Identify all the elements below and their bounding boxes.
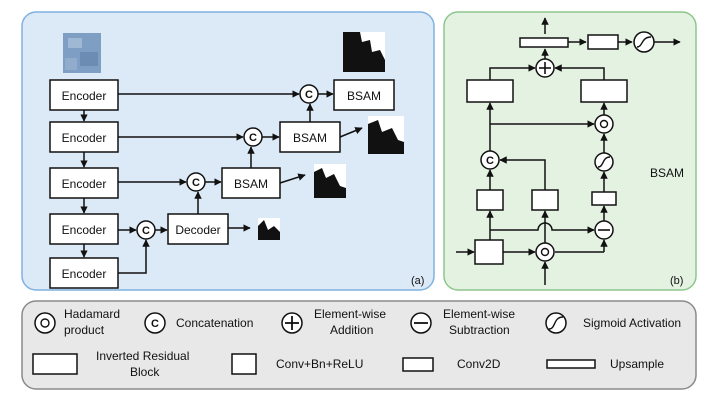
concat-node: C bbox=[299, 84, 319, 104]
svg-text:C: C bbox=[192, 177, 200, 189]
concat-node: C bbox=[480, 150, 500, 170]
bsam-title: BSAM bbox=[650, 166, 684, 180]
svg-text:Decoder: Decoder bbox=[175, 223, 220, 237]
svg-text:Encoder: Encoder bbox=[62, 177, 107, 191]
upsample-block bbox=[519, 37, 569, 48]
legend-conv-bn-relu-label: Conv+Bn+ReLU bbox=[276, 357, 363, 371]
legend-concatenation-label: Concatenation bbox=[176, 316, 253, 330]
svg-text:BSAM: BSAM bbox=[234, 177, 268, 191]
panel-b-label: (b) bbox=[670, 275, 683, 287]
concat-node: C bbox=[186, 172, 206, 192]
subtraction-node bbox=[594, 220, 614, 240]
encoder-block: Encoder bbox=[49, 79, 119, 111]
inverted-residual-block bbox=[580, 79, 628, 103]
svg-text:C: C bbox=[305, 89, 313, 101]
conv-bn-relu-block bbox=[531, 189, 559, 211]
legend-sigmoid-label: Sigmoid Activation bbox=[583, 316, 681, 330]
conv2d-block bbox=[587, 34, 619, 50]
hadamard-node bbox=[594, 114, 614, 134]
legend-hadamard-icon bbox=[34, 312, 56, 334]
output-mask-image bbox=[314, 164, 346, 198]
hadamard-node bbox=[535, 242, 555, 262]
encoder-block: Encoder bbox=[49, 167, 119, 199]
svg-text:Encoder: Encoder bbox=[62, 131, 107, 145]
legend-subtraction-label-2: Subtraction bbox=[449, 323, 510, 337]
legend-conv2d-label: Conv2D bbox=[457, 357, 501, 371]
concat-node: C bbox=[243, 127, 263, 147]
panel-a: (a) Encoder Encoder Encoder Encoder Enco bbox=[21, 11, 435, 291]
sigmoid-node bbox=[594, 152, 614, 172]
legend-upsample-icon bbox=[546, 359, 596, 369]
legend-concat-icon: C bbox=[144, 312, 166, 334]
svg-text:Encoder: Encoder bbox=[62, 267, 107, 281]
output-mask-image bbox=[368, 116, 404, 154]
inverted-residual-block bbox=[474, 239, 504, 265]
legend-hadamard-label: Hadamard bbox=[64, 307, 120, 321]
bsam-block: BSAM bbox=[221, 167, 281, 199]
panel-b: (b) BSAM bbox=[443, 11, 697, 291]
svg-text:BSAM: BSAM bbox=[293, 131, 327, 145]
legend-inverted-residual-icon bbox=[32, 353, 78, 375]
svg-text:C: C bbox=[249, 132, 257, 144]
sigmoid-node bbox=[633, 31, 655, 53]
panel-a-label: (a) bbox=[411, 275, 424, 287]
legend-addition-label-2: Addition bbox=[330, 323, 373, 337]
legend-addition-label: Element-wise bbox=[314, 307, 386, 321]
svg-text:BSAM: BSAM bbox=[347, 89, 381, 103]
svg-text:C: C bbox=[486, 155, 494, 167]
bsam-block: BSAM bbox=[279, 121, 341, 153]
svg-text:Encoder: Encoder bbox=[62, 89, 107, 103]
output-mask-image bbox=[343, 32, 385, 72]
concat-node: C bbox=[136, 220, 156, 240]
encoder-block: Encoder bbox=[49, 257, 119, 289]
encoder-block: Encoder bbox=[49, 121, 119, 153]
legend-hadamard-label-2: product bbox=[64, 323, 105, 337]
svg-text:C: C bbox=[142, 225, 150, 237]
output-mask-image bbox=[258, 218, 280, 240]
svg-text:C: C bbox=[151, 318, 159, 330]
encoder-block: Encoder bbox=[49, 213, 119, 245]
legend-inverted-residual-label: Inverted Residual bbox=[96, 349, 189, 363]
legend: Hadamard product C Concatenation Element… bbox=[21, 300, 697, 390]
conv2d-block bbox=[591, 191, 617, 206]
bsam-block: BSAM bbox=[333, 79, 395, 111]
legend-upsample-label: Upsample bbox=[610, 357, 664, 371]
svg-text:Encoder: Encoder bbox=[62, 223, 107, 237]
legend-conv2d-icon bbox=[402, 357, 434, 372]
legend-addition-icon bbox=[281, 312, 303, 334]
addition-node bbox=[535, 58, 555, 78]
legend-conv-bn-relu-icon bbox=[231, 353, 257, 375]
legend-sigmoid-icon bbox=[545, 312, 567, 334]
conv-bn-relu-block bbox=[476, 189, 504, 211]
legend-inverted-residual-label-2: Block bbox=[130, 365, 160, 379]
input-image bbox=[63, 33, 101, 73]
inverted-residual-block bbox=[466, 79, 514, 103]
legend-subtraction-icon bbox=[410, 312, 432, 334]
decoder-block: Decoder bbox=[167, 213, 229, 245]
legend-subtraction-label: Element-wise bbox=[443, 307, 515, 321]
